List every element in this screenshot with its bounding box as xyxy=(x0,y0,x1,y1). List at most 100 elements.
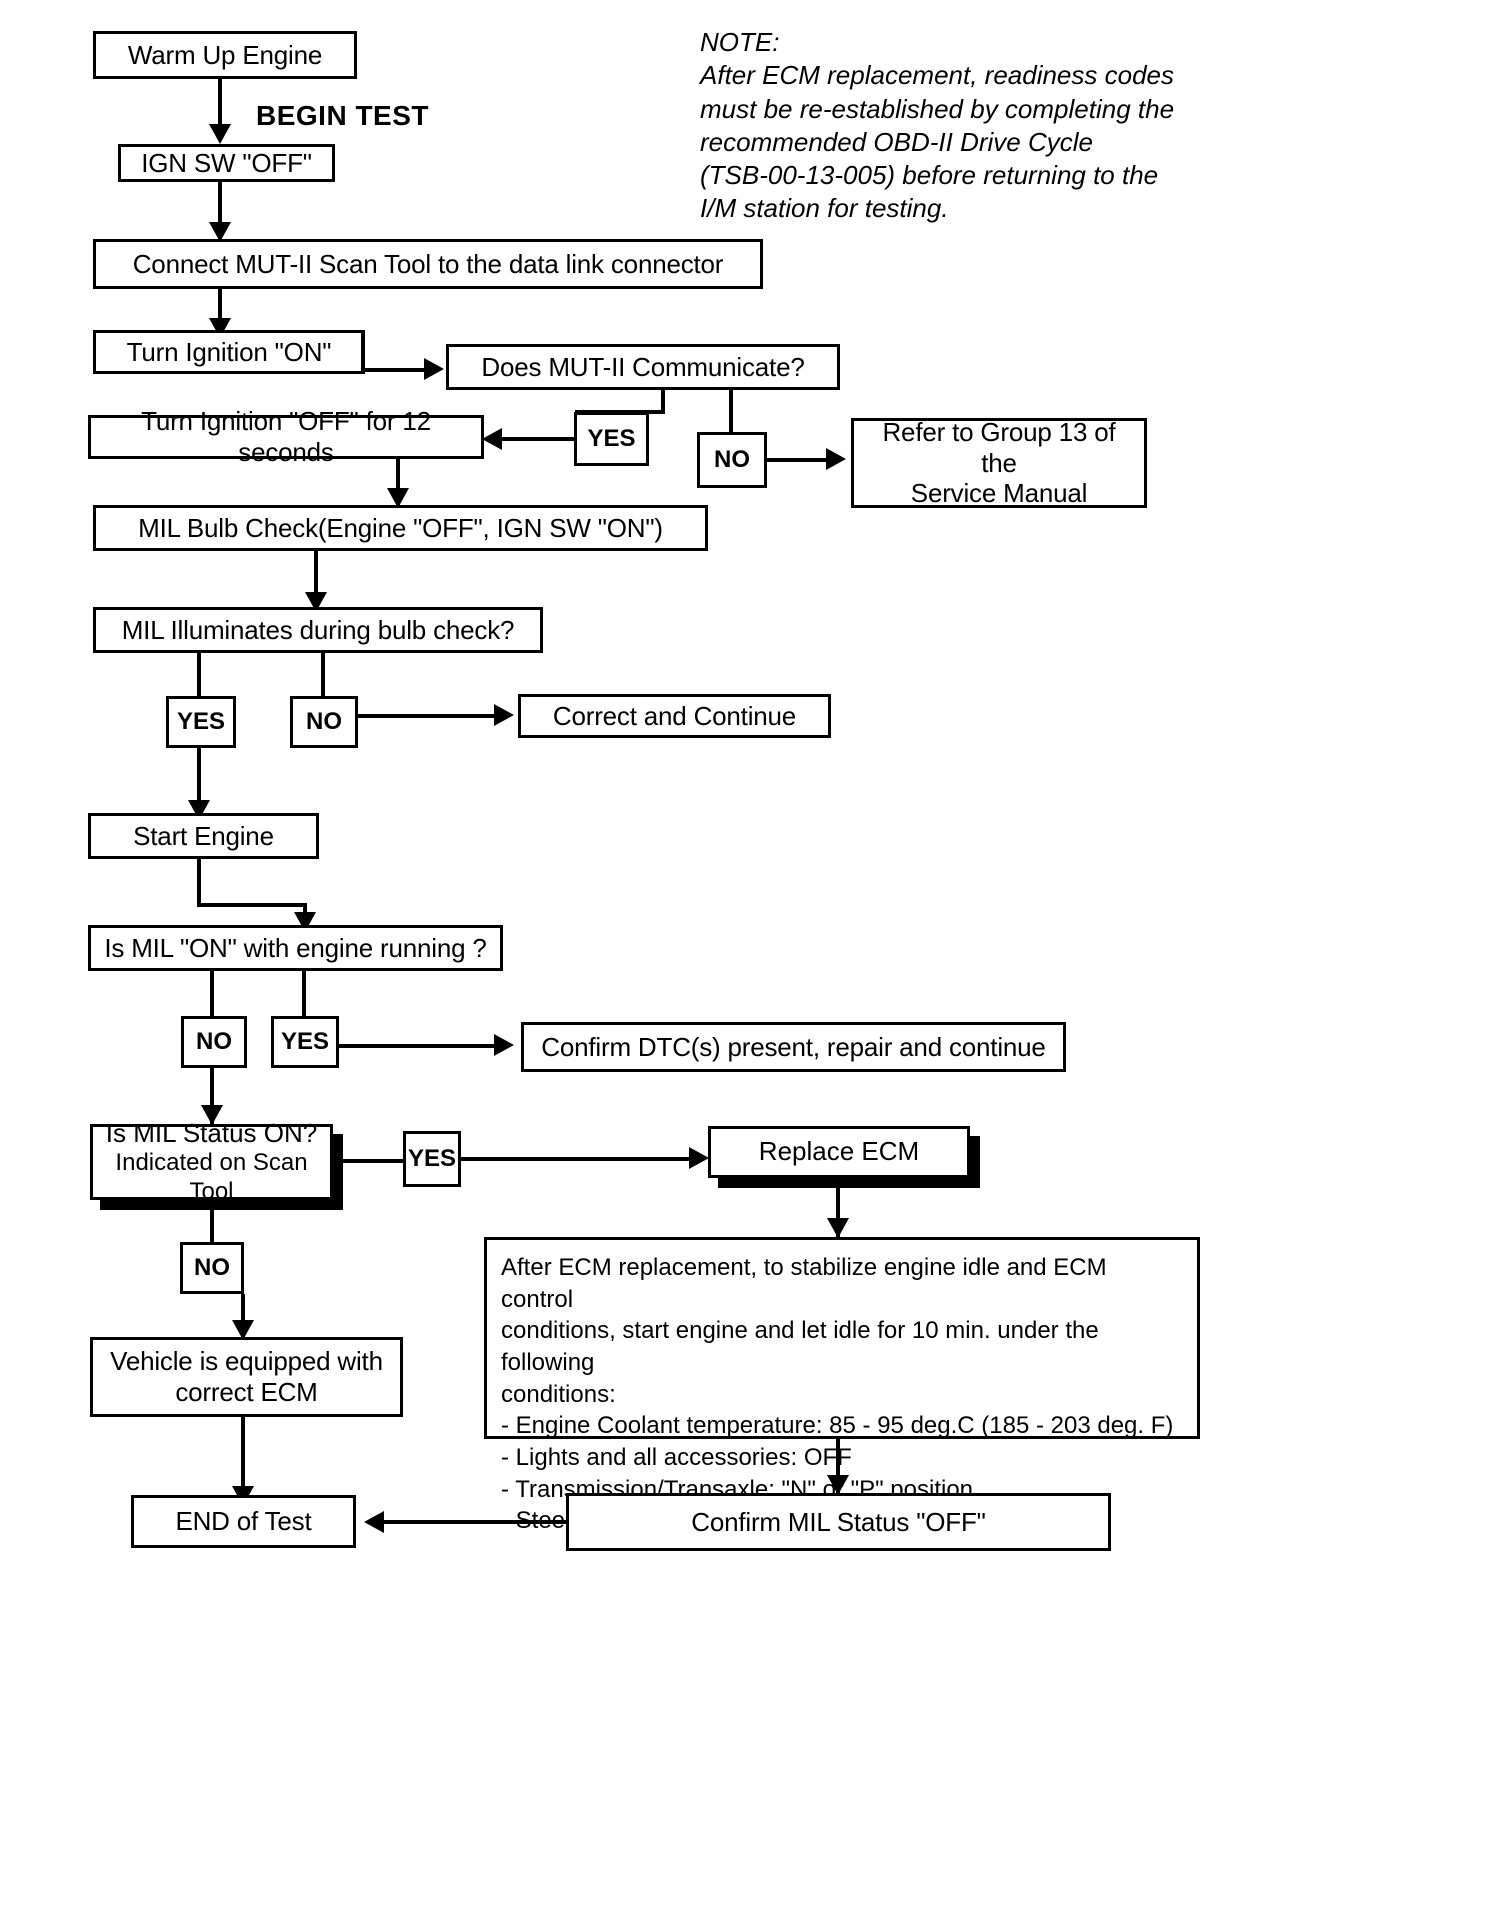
branch-tag-running-yes[interactable]: YES xyxy=(271,1016,339,1068)
node-replace-ecm[interactable]: Replace ECM xyxy=(708,1126,980,1188)
connector-line xyxy=(358,714,501,718)
begin-test-label: BEGIN TEST xyxy=(256,100,430,131)
node-label-main: Is MIL Status ON? xyxy=(105,1117,318,1148)
node-label: Confirm DTC(s) present, repair and conti… xyxy=(541,1031,1046,1062)
connector-line xyxy=(197,903,307,907)
node-label: Start Engine xyxy=(133,820,274,851)
node-vehicle-correct-ecm[interactable]: Vehicle is equipped with correct ECM xyxy=(90,1337,403,1417)
connector-line xyxy=(218,289,222,337)
connector-line xyxy=(210,1200,214,1245)
node-refer-to-group-13[interactable]: Refer to Group 13 of the Service Manual xyxy=(851,417,1147,509)
branch-tag-mut-no[interactable]: NO xyxy=(697,432,767,488)
branch-tag-label: YES xyxy=(587,425,636,452)
connector-line xyxy=(836,1439,840,1505)
connector-line xyxy=(396,459,400,509)
box-face: Is MIL Status ON? Indicated on Scan Tool xyxy=(90,1118,333,1205)
node-label: MIL Illuminates during bulb check? xyxy=(121,614,515,645)
branch-tag-bulb-yes[interactable]: YES xyxy=(166,696,236,748)
node-is-mil-status-on[interactable]: Is MIL Status ON? Indicated on Scan Tool xyxy=(90,1118,343,1210)
branch-tag-status-yes[interactable]: YES xyxy=(403,1131,461,1187)
node-label: MIL Bulb Check(Engine "OFF", IGN SW "ON"… xyxy=(138,512,663,543)
arrow-down-icon xyxy=(209,222,231,242)
node-label: IGN SW "OFF" xyxy=(141,147,312,178)
connector-line xyxy=(210,971,214,1017)
connector-line xyxy=(767,458,833,462)
branch-tag-label: YES xyxy=(407,1145,457,1172)
node-is-mil-on-with-engine-running[interactable]: Is MIL "ON" with engine running ? xyxy=(88,925,503,971)
note-line: I/M station for testing. xyxy=(700,193,949,224)
connector-line xyxy=(361,330,365,370)
node-label: END of Test xyxy=(175,1506,312,1537)
connector-line xyxy=(302,971,306,1017)
arrow-down-icon xyxy=(387,488,409,508)
condition-line: conditions: xyxy=(501,1380,616,1408)
arrow-down-icon xyxy=(201,1105,223,1125)
node-label: Turn Ignition "ON" xyxy=(126,336,332,367)
connector-line xyxy=(241,1294,245,1342)
node-label: Turn Ignition "OFF" for 12 seconds xyxy=(141,406,431,467)
node-warm-up-engine[interactable]: Warm Up Engine xyxy=(93,31,357,79)
node-label: Confirm MIL Status "OFF" xyxy=(691,1506,986,1537)
branch-tag-running-no[interactable]: NO xyxy=(181,1016,247,1068)
node-label: Warm Up Engine xyxy=(127,39,323,70)
connector-line xyxy=(339,1044,501,1048)
connector-line xyxy=(361,368,431,372)
arrow-right-icon xyxy=(494,704,514,726)
node-start-engine[interactable]: Start Engine xyxy=(88,813,319,859)
connector-line xyxy=(343,1159,405,1163)
node-label-line2: Service Manual xyxy=(910,478,1088,509)
node-end-of-test[interactable]: END of Test xyxy=(131,1495,356,1548)
node-connect-mut-scan-tool[interactable]: Connect MUT-II Scan Tool to the data lin… xyxy=(93,239,763,289)
branch-tag-mut-yes[interactable]: YES xyxy=(574,412,649,466)
panel-ecm-replacement-conditions: After ECM replacement, to stabilize engi… xyxy=(484,1237,1200,1534)
note-line: must be re-established by completing the xyxy=(700,93,1175,124)
branch-tag-label: NO xyxy=(714,446,750,473)
condition-line: After ECM replacement, to stabilize engi… xyxy=(501,1254,1107,1313)
node-label: Correct and Continue xyxy=(552,700,797,731)
branch-tag-label: YES xyxy=(280,1028,330,1055)
branch-tag-bulb-no[interactable]: NO xyxy=(290,696,358,748)
condition-line: - Lights and all accessories: OFF xyxy=(501,1444,852,1472)
node-label: Is MIL "ON" with engine running ? xyxy=(104,932,487,963)
connector-line xyxy=(729,390,733,434)
note-line: (TSB-00-13-005) before returning to the xyxy=(700,160,1159,191)
node-label-line2: correct ECM xyxy=(175,1377,318,1407)
node-does-mut-communicate[interactable]: Does MUT-II Communicate? xyxy=(446,344,840,390)
arrow-right-icon xyxy=(826,448,846,470)
arrow-down-icon xyxy=(827,1475,849,1495)
connector-line xyxy=(218,79,222,131)
node-label-line1: Vehicle is equipped with xyxy=(110,1346,383,1377)
note-title: NOTE: xyxy=(700,27,780,57)
node-turn-ignition-on[interactable]: Turn Ignition "ON" xyxy=(93,330,365,374)
condition-line: - Engine Coolant temperature: 85 - 95 de… xyxy=(501,1412,1174,1440)
arrow-right-icon xyxy=(424,358,444,380)
connector-line xyxy=(241,1417,245,1509)
node-turn-ignition-off-12-seconds[interactable]: Turn Ignition "OFF" for 12 seconds xyxy=(88,406,484,467)
connector-line xyxy=(197,859,201,905)
connector-line xyxy=(197,748,201,828)
note-block: NOTE: After ECM replacement, readiness c… xyxy=(700,26,1208,226)
node-mil-bulb-check[interactable]: MIL Bulb Check(Engine "OFF", IGN SW "ON"… xyxy=(93,505,708,551)
branch-tag-label: NO xyxy=(196,1028,232,1055)
connector-line xyxy=(314,551,318,613)
node-label: Replace ECM xyxy=(758,1136,920,1167)
arrow-right-icon xyxy=(494,1034,514,1056)
box-face: Replace ECM xyxy=(708,1126,970,1178)
node-mil-illuminates-during-bulb-check[interactable]: MIL Illuminates during bulb check? xyxy=(93,607,543,653)
note-body: After ECM replacement, readiness codes m… xyxy=(700,59,1208,225)
node-label-sub: Indicated on Scan Tool xyxy=(115,1148,308,1205)
connector-line xyxy=(500,437,576,441)
branch-tag-status-no[interactable]: NO xyxy=(180,1242,244,1294)
node-confirm-dtc-present[interactable]: Confirm DTC(s) present, repair and conti… xyxy=(521,1022,1066,1072)
connector-line xyxy=(197,653,201,698)
arrow-down-icon xyxy=(209,124,231,144)
node-correct-and-continue[interactable]: Correct and Continue xyxy=(518,694,831,738)
node-confirm-mil-status-off[interactable]: Confirm MIL Status "OFF" xyxy=(566,1493,1111,1551)
connector-line xyxy=(382,1520,568,1524)
connector-line xyxy=(321,653,325,698)
node-ign-sw-off[interactable]: IGN SW "OFF" xyxy=(118,144,335,182)
arrow-down-icon xyxy=(827,1218,849,1238)
arrow-right-icon xyxy=(689,1147,709,1169)
branch-tag-label: NO xyxy=(306,708,342,735)
